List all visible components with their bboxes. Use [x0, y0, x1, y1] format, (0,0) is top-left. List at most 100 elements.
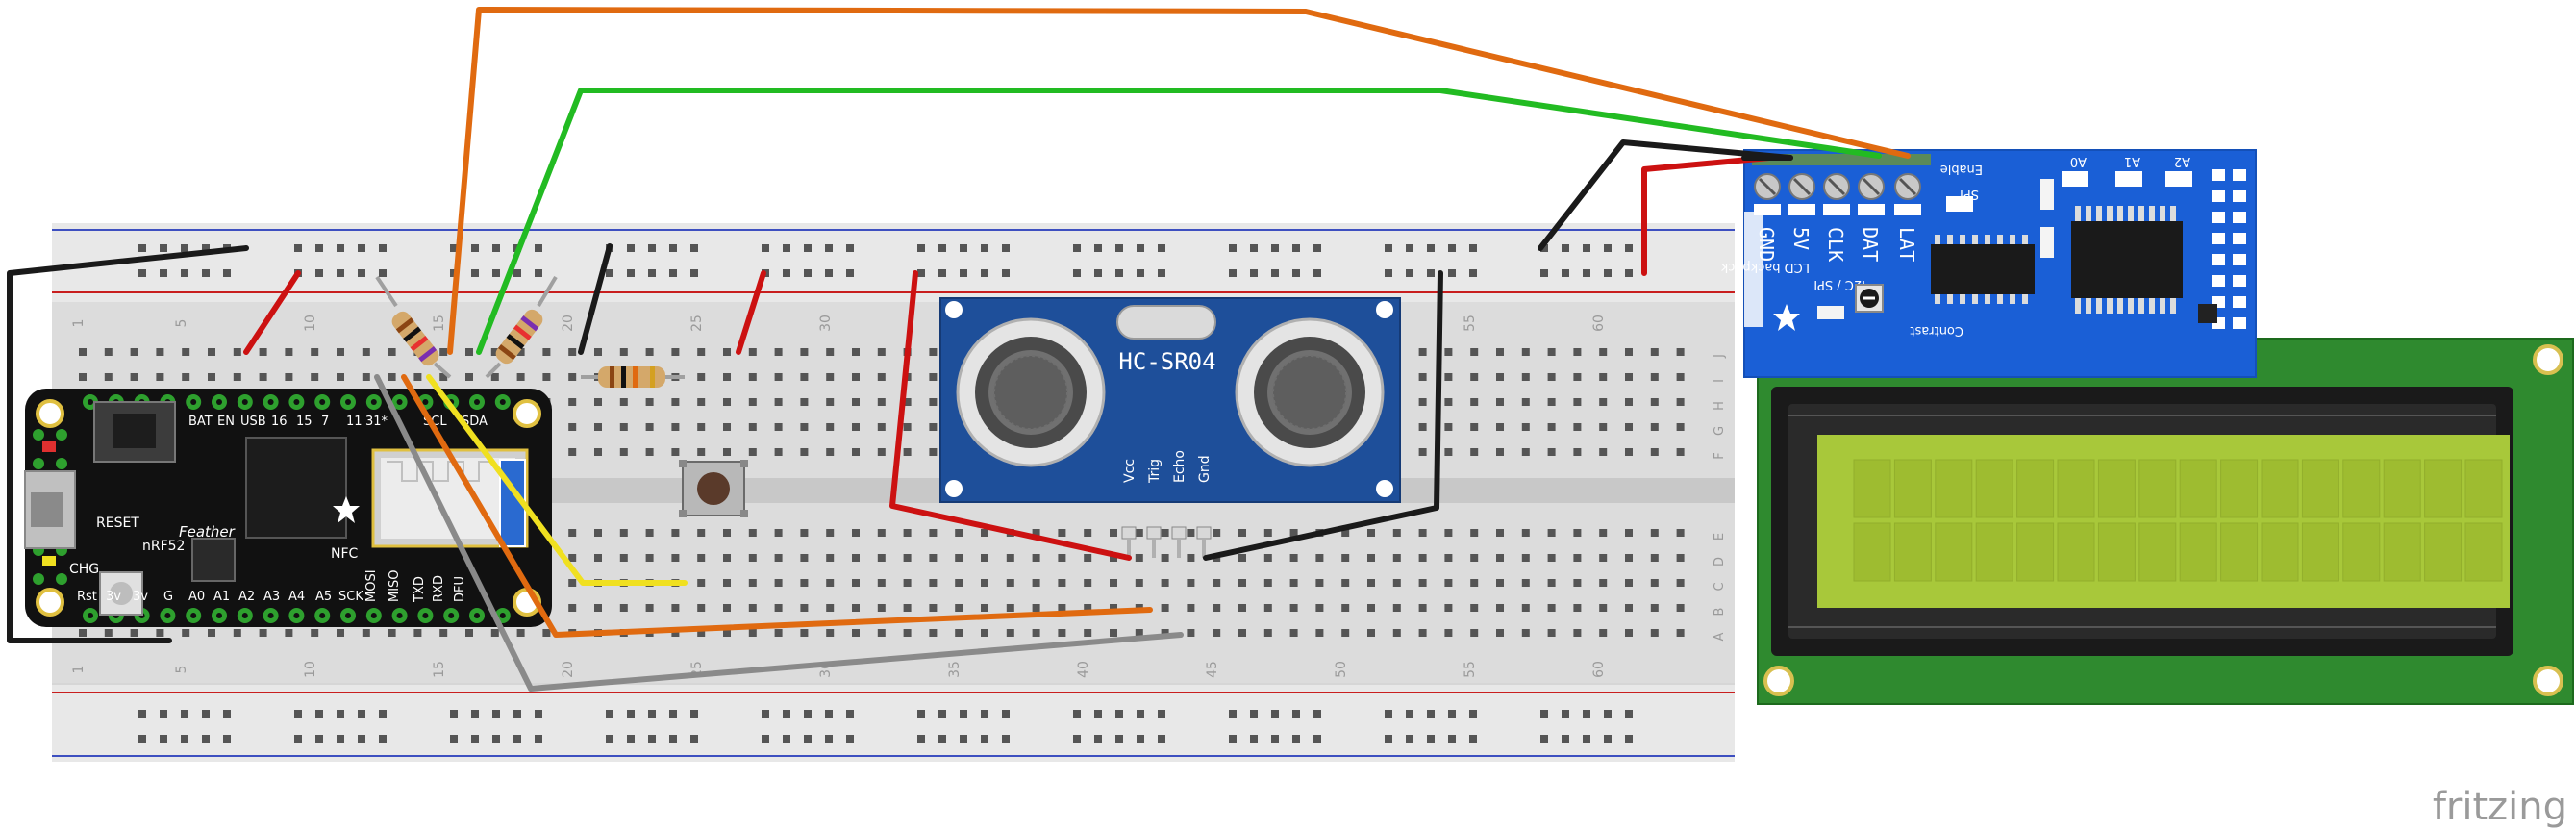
rail-hole[interactable]: [804, 244, 812, 252]
breadboard-hole[interactable]: [1599, 579, 1608, 587]
breadboard-hole[interactable]: [337, 373, 344, 381]
breadboard-hole[interactable]: [1418, 448, 1427, 456]
breadboard-hole[interactable]: [594, 604, 602, 612]
rail-hole[interactable]: [450, 710, 458, 718]
breadboard-hole[interactable]: [1547, 423, 1556, 431]
breadboard-hole[interactable]: [104, 373, 113, 381]
rail-hole[interactable]: [1448, 269, 1456, 277]
breadboard-hole[interactable]: [1470, 579, 1479, 587]
rail-hole[interactable]: [379, 269, 387, 277]
rail-hole[interactable]: [1562, 710, 1569, 718]
breadboard-hole[interactable]: [1135, 629, 1143, 637]
breadboard-hole[interactable]: [1444, 423, 1453, 431]
breadboard-hole[interactable]: [1573, 398, 1582, 406]
breadboard-hole[interactable]: [1521, 373, 1530, 381]
rail-hole[interactable]: [846, 710, 854, 718]
breadboard-hole[interactable]: [568, 373, 577, 381]
breadboard-hole[interactable]: [413, 373, 422, 381]
breadboard-hole[interactable]: [1238, 529, 1246, 537]
breadboard-hole[interactable]: [1573, 579, 1582, 587]
rail-hole[interactable]: [606, 710, 613, 718]
resistor-1[interactable]: [375, 275, 452, 379]
rail-hole[interactable]: [627, 710, 635, 718]
breadboard-hole[interactable]: [1367, 529, 1375, 537]
breadboard-hole[interactable]: [130, 348, 138, 356]
breadboard-hole[interactable]: [311, 373, 319, 381]
rail-hole[interactable]: [627, 735, 635, 743]
rail-hole[interactable]: [1562, 269, 1569, 277]
breadboard-hole[interactable]: [542, 373, 551, 381]
breadboard-hole[interactable]: [645, 604, 654, 612]
breadboard-hole[interactable]: [1573, 373, 1582, 381]
breadboard-hole[interactable]: [1084, 579, 1092, 587]
breadboard-hole[interactable]: [800, 373, 809, 381]
breadboard-hole[interactable]: [337, 348, 344, 356]
rail-hole[interactable]: [1073, 710, 1081, 718]
breadboard-hole[interactable]: [826, 529, 835, 537]
breadboard-hole[interactable]: [516, 348, 525, 356]
rail-hole[interactable]: [1158, 735, 1165, 743]
breadboard-hole[interactable]: [697, 398, 706, 406]
rail-hole[interactable]: [1385, 735, 1392, 743]
breadboard-hole[interactable]: [723, 529, 731, 537]
rail-hole[interactable]: [917, 735, 925, 743]
rail-hole[interactable]: [648, 710, 656, 718]
breadboard-hole[interactable]: [748, 348, 757, 356]
breadboard-hole[interactable]: [208, 629, 215, 637]
breadboard-hole[interactable]: [1032, 529, 1040, 537]
rail-hole[interactable]: [1469, 269, 1477, 277]
breadboard-hole[interactable]: [826, 348, 835, 356]
rail-hole[interactable]: [535, 269, 542, 277]
breadboard-hole[interactable]: [1573, 629, 1582, 637]
rail-hole[interactable]: [138, 269, 146, 277]
breadboard-hole[interactable]: [800, 579, 809, 587]
breadboard-hole[interactable]: [671, 554, 680, 562]
breadboard-hole[interactable]: [1315, 629, 1324, 637]
wire-red[interactable]: [889, 270, 1132, 561]
breadboard-hole[interactable]: [1341, 554, 1350, 562]
breadboard-hole[interactable]: [852, 554, 860, 562]
rail-hole[interactable]: [1094, 735, 1102, 743]
breadboard-hole[interactable]: [723, 423, 731, 431]
breadboard-hole[interactable]: [439, 373, 448, 381]
breadboard-hole[interactable]: [1547, 373, 1556, 381]
breadboard-hole[interactable]: [1676, 348, 1685, 356]
breadboard-hole[interactable]: [852, 604, 860, 612]
rail-hole[interactable]: [202, 710, 210, 718]
breadboard-hole[interactable]: [929, 529, 938, 537]
rail-hole[interactable]: [450, 735, 458, 743]
breadboard-hole[interactable]: [490, 348, 499, 356]
breadboard-hole[interactable]: [774, 448, 783, 456]
wire-green[interactable]: [476, 88, 1882, 355]
breadboard-hole[interactable]: [903, 604, 912, 612]
breadboard-hole[interactable]: [826, 373, 835, 381]
rail-hole[interactable]: [535, 735, 542, 743]
breadboard-hole[interactable]: [903, 554, 912, 562]
breadboard-hole[interactable]: [826, 604, 835, 612]
wire-orange[interactable]: [447, 7, 1911, 355]
rail-hole[interactable]: [648, 269, 656, 277]
breadboard-hole[interactable]: [748, 579, 757, 587]
rail-hole[interactable]: [1002, 244, 1010, 252]
address-jumper[interactable]: [2115, 171, 2142, 187]
rail-hole[interactable]: [315, 269, 323, 277]
push-button[interactable]: [679, 460, 748, 517]
breadboard-hole[interactable]: [1263, 529, 1272, 537]
rail-hole[interactable]: [138, 735, 146, 743]
breadboard-hole[interactable]: [1315, 554, 1324, 562]
breadboard-hole[interactable]: [1650, 529, 1659, 537]
rail-hole[interactable]: [1625, 244, 1633, 252]
breadboard-hole[interactable]: [1599, 529, 1608, 537]
breadboard-hole[interactable]: [465, 373, 473, 381]
breadboard-hole[interactable]: [1444, 448, 1453, 456]
rail-hole[interactable]: [1385, 710, 1392, 718]
breadboard-hole[interactable]: [1676, 529, 1685, 537]
rail-hole[interactable]: [938, 244, 946, 252]
breadboard-hole[interactable]: [877, 529, 886, 537]
breadboard-hole[interactable]: [1289, 604, 1298, 612]
breadboard-hole[interactable]: [1367, 554, 1375, 562]
breadboard-hole[interactable]: [1650, 629, 1659, 637]
breadboard-hole[interactable]: [723, 579, 731, 587]
breadboard-hole[interactable]: [800, 423, 809, 431]
breadboard-hole[interactable]: [981, 529, 988, 537]
